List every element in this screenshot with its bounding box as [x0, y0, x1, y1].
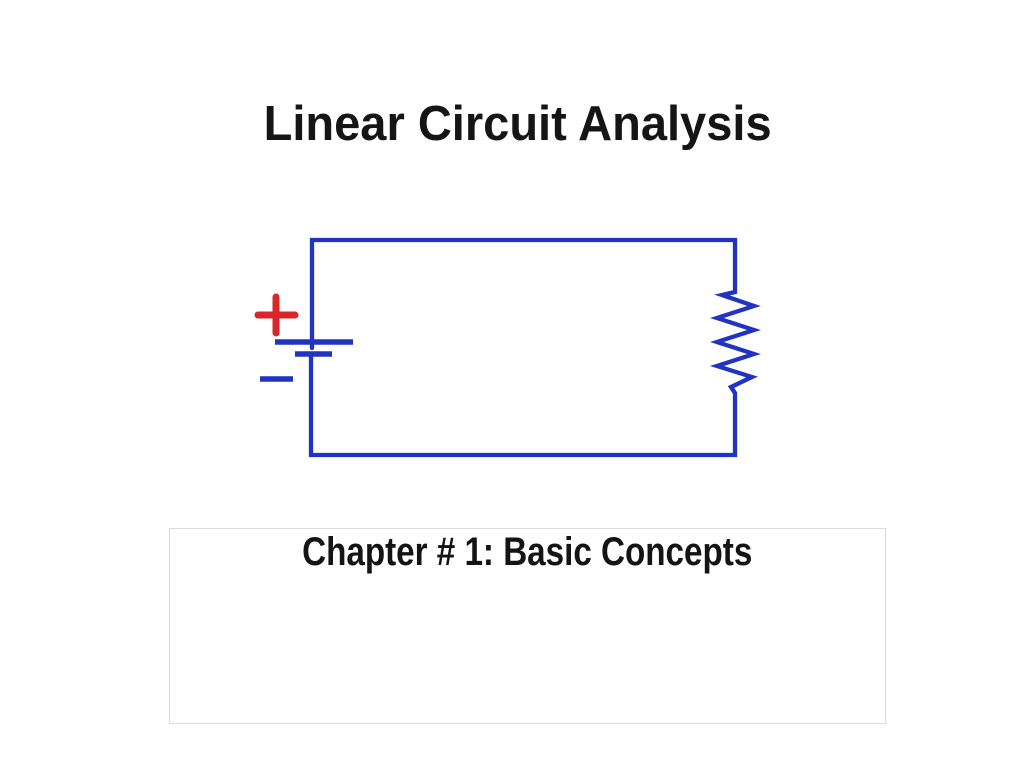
caption-heading: Chapter # 1: Basic Concepts [170, 532, 885, 572]
wire-loop-and-resistor-zigzag [308, 237, 761, 458]
caption-box: Chapter # 1: Basic Concepts [169, 528, 886, 724]
page-title: Linear Circuit Analysis [6, 100, 1024, 149]
positive-terminal-icon [254, 293, 299, 337]
circuit-diagram [254, 237, 761, 458]
page-title-text: Linear Circuit Analysis [263, 97, 773, 151]
caption-heading-text: Chapter # 1: Basic Concepts [302, 530, 753, 574]
